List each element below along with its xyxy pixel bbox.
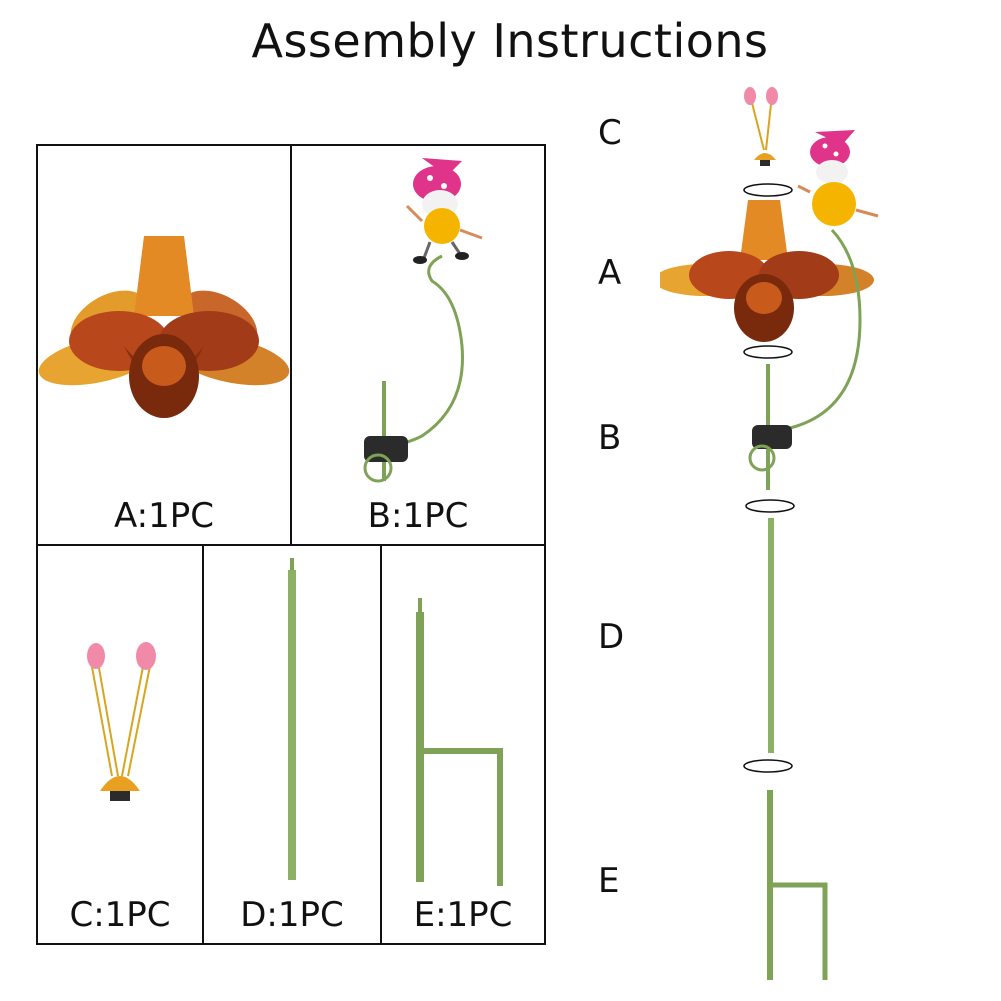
part-cell-e: E:1PC <box>380 544 546 945</box>
part-label-d: D:1PC <box>240 895 344 935</box>
ground-stake-illustration <box>416 598 503 886</box>
part-label-a: A:1PC <box>114 496 214 536</box>
step-label-a: A <box>598 253 622 293</box>
part-cell-c: C:1PC <box>36 544 204 945</box>
part-label-e: E:1PC <box>413 895 513 935</box>
assembly-topper <box>744 87 778 166</box>
rotate-arrow-icon <box>745 499 795 513</box>
step-label-d: D <box>598 617 625 657</box>
part-cell-b: B:1PC <box>290 144 546 546</box>
assembly-gnome <box>797 130 879 226</box>
part-label-c: C:1PC <box>69 895 171 935</box>
assembly-ground-stake <box>767 790 828 980</box>
assembly-gnome-stake <box>748 228 862 490</box>
page-title: Assembly Instructions <box>251 14 769 68</box>
crystal-topper-illustration <box>87 642 156 801</box>
rotate-arrow-icon <box>743 183 793 197</box>
flower-illustration <box>38 236 290 418</box>
step-label-b: B <box>598 418 622 458</box>
assembly-flower <box>660 200 874 342</box>
straight-rod-illustration <box>288 558 296 880</box>
part-label-b: B:1PC <box>367 496 469 536</box>
assembly-straight-rod <box>768 518 774 753</box>
rotate-arrow-icon <box>743 345 793 359</box>
part-cell-a: A:1PC <box>36 144 292 546</box>
step-label-c: C <box>598 113 622 153</box>
gnome-stake-illustration <box>363 158 483 483</box>
rotate-arrow-icon <box>743 759 793 773</box>
assembly-illustration <box>660 87 879 980</box>
part-cell-d: D:1PC <box>202 544 382 945</box>
step-label-e: E <box>598 861 620 901</box>
